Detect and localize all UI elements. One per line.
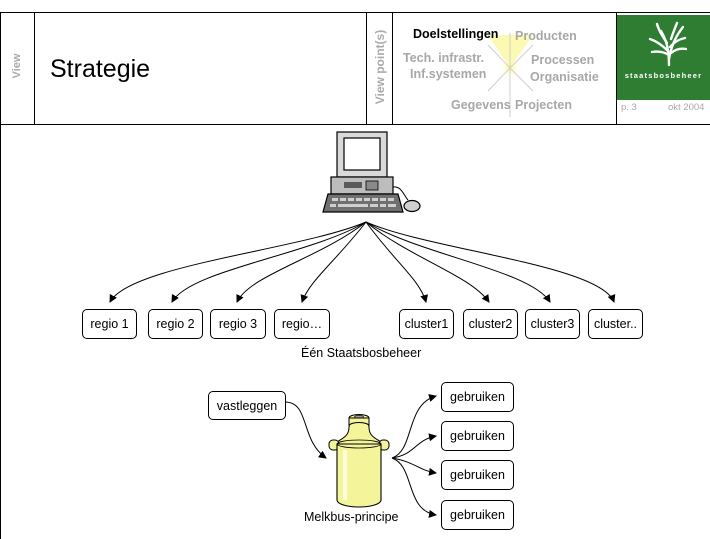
header-divider-4 (616, 12, 617, 124)
viewpoint-tech-infrastr[interactable]: Tech. infrastr. (403, 51, 485, 65)
viewpoint-gegevens[interactable]: Gegevens (451, 98, 511, 112)
connector-regio-1 (109, 221, 367, 303)
milk-can-icon (328, 414, 390, 508)
regio-2-box: regio 2 (148, 309, 203, 339)
connector-cluster-4 (365, 221, 616, 303)
header-divider-3 (392, 12, 393, 124)
viewpoint-processen[interactable]: Processen (531, 53, 595, 67)
connector-gebruiken-3 (391, 457, 437, 476)
page-title: Strategie (50, 55, 151, 83)
connector-vastleggen (284, 401, 327, 459)
connector-regio-4 (300, 221, 367, 303)
gebruiken-box-2: gebruiken (441, 421, 514, 451)
gebruiken-box-1: gebruiken (441, 382, 514, 412)
connector-cluster-2 (365, 221, 490, 303)
connector-cluster-1 (365, 221, 429, 303)
viewpoint-doelstellingen[interactable]: Doelstellingen (413, 27, 499, 41)
viewpoint-star-graphic (487, 33, 534, 117)
gebruiken-box-4: gebruiken (441, 500, 514, 530)
connector-regio-3 (236, 221, 367, 303)
vastleggen-box: vastleggen (208, 391, 286, 420)
logo-text: staatsbosbeheer (624, 71, 703, 80)
connector-gebruiken-4 (391, 457, 437, 518)
page-left-border (0, 12, 1, 539)
page-number: p. 3 (621, 102, 637, 113)
connector-gebruiken-2 (391, 433, 437, 459)
cluster-1-box: cluster1 (399, 309, 454, 339)
header-divider-2 (366, 12, 367, 124)
cluster-3-box: cluster3 (525, 309, 580, 339)
computer-icon (322, 131, 421, 213)
viewpoint-inf-systemen[interactable]: Inf.systemen (410, 67, 487, 81)
staatsbosbeheer-logo: staatsbosbeheer (617, 15, 710, 100)
cluster-2-box: cluster2 (463, 309, 518, 339)
viewpoint-organisatie[interactable]: Organisatie (530, 70, 599, 84)
gebruiken-box-3: gebruiken (441, 460, 514, 490)
date-label: okt 2004 (668, 102, 705, 113)
regio-3-box: regio 3 (210, 309, 266, 339)
connector-gebruiken-1 (391, 394, 437, 459)
connector-cluster-3 (365, 221, 551, 303)
connector-regio-2 (171, 221, 367, 303)
regio-1-box: regio 1 (82, 309, 137, 339)
group-caption: Één Staatsbosbeheer (301, 346, 422, 360)
container-caption: Melkbus-principe (304, 510, 399, 524)
tree-icon (648, 21, 687, 67)
header-bottom-border (0, 124, 710, 125)
viewpoint-projecten[interactable]: Projecten (515, 98, 572, 112)
header-top-border (0, 12, 710, 13)
header-divider-1 (34, 12, 35, 124)
regio-more-box: regio… (274, 309, 330, 339)
cluster-more-box: cluster.. (588, 309, 643, 339)
viewpoint-producten[interactable]: Producten (515, 29, 577, 43)
